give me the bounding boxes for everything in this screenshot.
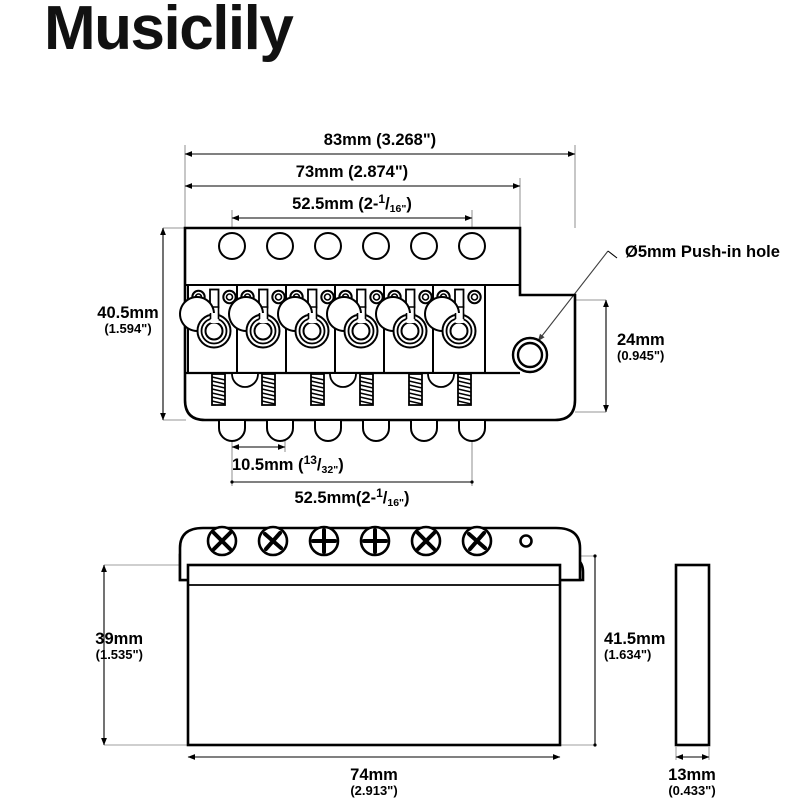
dimension-string-spacing-mm: 10.5mm bbox=[232, 456, 293, 474]
screw-plus-cross bbox=[359, 525, 391, 557]
dimension-string-spread-top-mm: 52.5mm bbox=[292, 195, 353, 213]
dimension-plate-width-label: 73mm (2.874") bbox=[296, 163, 408, 181]
intonation-screw bbox=[211, 373, 226, 406]
screw-x-cross bbox=[257, 525, 289, 557]
string-hole bbox=[266, 232, 294, 260]
dimension-string-spread-bottom-den: 16" bbox=[387, 497, 404, 509]
dimension-front-width-inch: (2.913") bbox=[350, 783, 397, 798]
dimension-string-spread-top: 52.5mm (2-1/16") bbox=[231, 192, 473, 221]
side-view-drawing: 13mm (0.433") bbox=[668, 563, 716, 798]
front-view-drawing: 39mm (1.535") 41.5mm (1.634") 74mm (2.91… bbox=[95, 525, 665, 798]
side-view-body bbox=[674, 563, 711, 747]
dimension-plate-width: 73mm (2.874") bbox=[184, 163, 521, 189]
saddle-tab bbox=[362, 419, 390, 442]
saddle bbox=[228, 284, 290, 374]
dimension-front-width-mm: 74mm bbox=[350, 766, 398, 784]
screw-x-cross bbox=[461, 525, 493, 557]
dimension-string-spacing-den: 32" bbox=[322, 464, 339, 476]
saddle-tab-group bbox=[218, 419, 486, 442]
string-hole bbox=[362, 232, 390, 260]
svg-text:10.5mm (13/32"): 10.5mm (13/32") bbox=[232, 453, 344, 476]
intonation-screw bbox=[261, 373, 276, 406]
push-in-hole bbox=[511, 336, 549, 374]
string-hole bbox=[314, 232, 342, 260]
dimension-string-spread-top-num: 1 bbox=[378, 192, 385, 206]
screw-plus-cross bbox=[308, 525, 340, 557]
intonation-screw bbox=[457, 373, 472, 406]
saddle-tab bbox=[410, 419, 438, 442]
dimension-overall-width-label: 83mm (3.268") bbox=[324, 131, 436, 149]
dimension-top-view-height-mm: 40.5mm bbox=[97, 304, 158, 322]
intonation-screw bbox=[408, 373, 423, 406]
top-view-drawing: 83mm (3.268") 73mm (2.874") 52.5mm (2-1/… bbox=[97, 131, 780, 509]
dimension-string-spread-top-den: 16" bbox=[390, 203, 407, 215]
string-hole bbox=[458, 232, 486, 260]
screw-x-cross bbox=[410, 525, 442, 557]
screw-x-cross bbox=[206, 525, 238, 557]
spring-arch bbox=[329, 373, 357, 388]
dimension-string-spread-bottom-mm: 52.5mm bbox=[294, 489, 355, 507]
string-hole-group bbox=[218, 232, 486, 260]
dimension-string-spacing: 10.5mm (13/32") bbox=[231, 444, 344, 476]
dimension-top-view-height-inch: (1.594") bbox=[104, 321, 151, 336]
saddle-tab bbox=[314, 419, 342, 442]
front-small-hole bbox=[519, 534, 533, 548]
saddle bbox=[424, 284, 486, 374]
dimension-overall-height-mm: 41.5mm bbox=[604, 630, 665, 648]
brand-logo: Musiclily bbox=[44, 0, 294, 63]
push-in-hole-leader: Ø5mm Push-in hole bbox=[537, 243, 780, 342]
front-view-body bbox=[186, 563, 562, 747]
dimension-push-in-offset-inch: (0.945") bbox=[617, 348, 664, 363]
saddle bbox=[326, 284, 388, 374]
saddle bbox=[179, 284, 241, 374]
intonation-screw bbox=[359, 373, 374, 406]
string-hole bbox=[218, 232, 246, 260]
dimension-block-height: 39mm (1.535") bbox=[95, 564, 143, 746]
dimension-top-view-height: 40.5mm (1.594") bbox=[97, 227, 186, 421]
dimension-front-width: 74mm (2.913") bbox=[187, 754, 561, 798]
spring-arch bbox=[231, 373, 259, 388]
dimension-overall-height: 41.5mm (1.634") bbox=[593, 554, 665, 747]
dimension-overall-height-inch: (1.634") bbox=[604, 647, 651, 662]
svg-text:52.5mm (2-1/16"): 52.5mm (2-1/16") bbox=[292, 192, 412, 215]
svg-text:52.5mm(2-1/16"): 52.5mm(2-1/16") bbox=[294, 486, 409, 509]
dimension-side-thickness: 13mm (0.433") bbox=[668, 747, 716, 798]
push-in-hole-label: Ø5mm Push-in hole bbox=[625, 243, 780, 261]
string-hole bbox=[410, 232, 438, 260]
spring-arch bbox=[427, 373, 455, 388]
saddle-tab bbox=[458, 419, 486, 442]
dimension-block-height-mm: 39mm bbox=[95, 630, 143, 648]
saddle-tab bbox=[266, 419, 294, 442]
dimension-string-spacing-num: 13 bbox=[304, 453, 318, 467]
dimension-push-in-offset: 24mm (0.945") bbox=[603, 299, 665, 413]
dimension-string-spread-bottom-whole: 2- bbox=[361, 489, 376, 507]
intonation-screw bbox=[310, 373, 325, 406]
front-screw-group bbox=[206, 525, 533, 557]
dimension-push-in-offset-mm: 24mm bbox=[617, 331, 665, 349]
dimension-side-thickness-mm: 13mm bbox=[668, 766, 716, 784]
dimension-side-thickness-inch: (0.433") bbox=[668, 783, 715, 798]
saddle-group bbox=[179, 284, 486, 374]
dimension-block-height-inch: (1.535") bbox=[96, 647, 143, 662]
dimension-string-spread-top-whole: 2- bbox=[364, 195, 379, 213]
spring-arch-group bbox=[231, 373, 455, 388]
saddle bbox=[277, 284, 339, 374]
saddle-tab bbox=[218, 419, 246, 442]
saddle bbox=[375, 284, 437, 374]
dimension-string-spread-bottom-num: 1 bbox=[376, 486, 383, 500]
dimension-string-spread-bottom: 52.5mm(2-1/16") bbox=[230, 480, 474, 509]
dimension-overall-width: 83mm (3.268") bbox=[184, 131, 576, 157]
